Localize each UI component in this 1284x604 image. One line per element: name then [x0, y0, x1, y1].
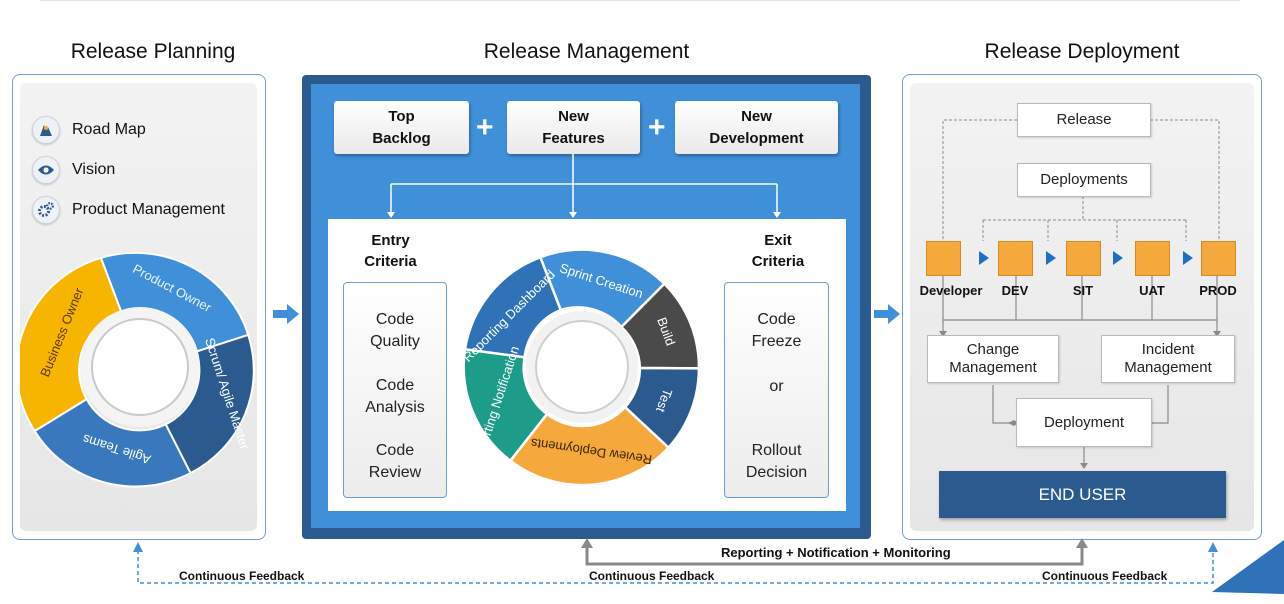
exit-criteria-or: or — [769, 378, 784, 395]
eye-icon — [32, 156, 60, 184]
env-arrow-1 — [979, 251, 989, 265]
entry-criteria-code-analysis: Code Analysis — [365, 377, 425, 416]
legend-vision: Vision — [32, 156, 115, 184]
env-square-dev — [998, 241, 1033, 276]
release-planning-title: Release Planning — [70, 40, 236, 63]
feedback-lines — [133, 538, 1284, 594]
continuous-feedback-middle-label: Continuous Feedback — [589, 569, 715, 583]
road-map-icon — [32, 116, 60, 144]
legend-road-map-label: Road Map — [72, 121, 146, 138]
env-label-prod: PROD — [1199, 283, 1237, 298]
change-management-box: Change Management — [927, 335, 1059, 383]
continuous-feedback-left-label: Continuous Feedback — [179, 569, 305, 583]
legend-road-map: Road Map — [32, 116, 146, 144]
input-new-development: New Development — [675, 101, 838, 154]
wheel-segment-agile-teams — [33, 397, 192, 488]
input-new-features: New Features — [507, 101, 640, 154]
exit-criteria-code-freeze: Code Freeze — [751, 311, 802, 350]
release-cycle-wheel: Sprint Creation Build Test Review Deploy… — [462, 248, 701, 487]
release-deployment-title: Release Deployment — [984, 40, 1180, 63]
env-arrow-4 — [1183, 251, 1193, 265]
plus-sign-2: + — [648, 111, 666, 144]
plus-sign-1: + — [476, 111, 494, 144]
env-square-uat — [1135, 241, 1170, 276]
env-label-dev: DEV — [1001, 283, 1029, 298]
env-square-developer — [926, 241, 961, 276]
continuous-feedback-right-label: Continuous Feedback — [1042, 569, 1168, 583]
top-divider — [40, 0, 1240, 1]
entry-criteria-code-review: Code Review — [368, 442, 422, 481]
exit-criteria-title: Exit Criteria — [751, 232, 805, 270]
env-square-prod — [1201, 241, 1236, 276]
cycle-segment-reporting-dashboard — [463, 255, 563, 359]
env-square-sit — [1066, 241, 1101, 276]
incident-management-box: Incident Management — [1101, 335, 1235, 383]
deployment-connectors — [939, 119, 1221, 469]
reporting-notification-monitoring-label: Reporting + Notification + Monitoring — [721, 545, 951, 560]
planning-to-management-arrow — [273, 304, 299, 324]
entry-criteria-list: Code Quality Code Analysis Code Review — [343, 282, 447, 498]
exit-criteria-rollout-decision: Rollout Decision — [745, 442, 808, 481]
env-arrow-2 — [1046, 251, 1056, 265]
cycle-segment-review-deployments — [508, 405, 671, 487]
release-management-title: Release Management — [483, 40, 690, 63]
inputs-connector — [387, 154, 781, 218]
end-user-bar: END USER — [939, 471, 1226, 518]
wheel-segment-business-owner — [20, 256, 123, 433]
legend-vision-label: Vision — [72, 161, 116, 178]
entry-criteria-title: Entry Criteria — [364, 232, 417, 270]
deployments-box: Deployments — [1017, 163, 1151, 197]
release-box: Release — [1017, 103, 1151, 137]
management-to-deployment-arrow — [874, 304, 900, 324]
entry-criteria-code-quality: Code Quality — [370, 311, 420, 350]
legend-product-management: Product Management — [32, 196, 225, 224]
env-label-sit: SIT — [1072, 283, 1094, 298]
exit-criteria-list: Code Freeze or Rollout Decision — [724, 282, 829, 498]
input-top-backlog: Top Backlog — [334, 101, 469, 154]
env-arrow-3 — [1113, 251, 1123, 265]
env-label-uat: UAT — [1139, 283, 1165, 298]
legend-product-management-label: Product Management — [72, 201, 225, 218]
gears-icon — [32, 196, 60, 224]
planning-wheel: Product Owner Scrum/ Agile Master Agile … — [20, 251, 255, 488]
deployment-box: Deployment — [1016, 398, 1152, 447]
env-label-developer: Developer — [919, 283, 983, 298]
